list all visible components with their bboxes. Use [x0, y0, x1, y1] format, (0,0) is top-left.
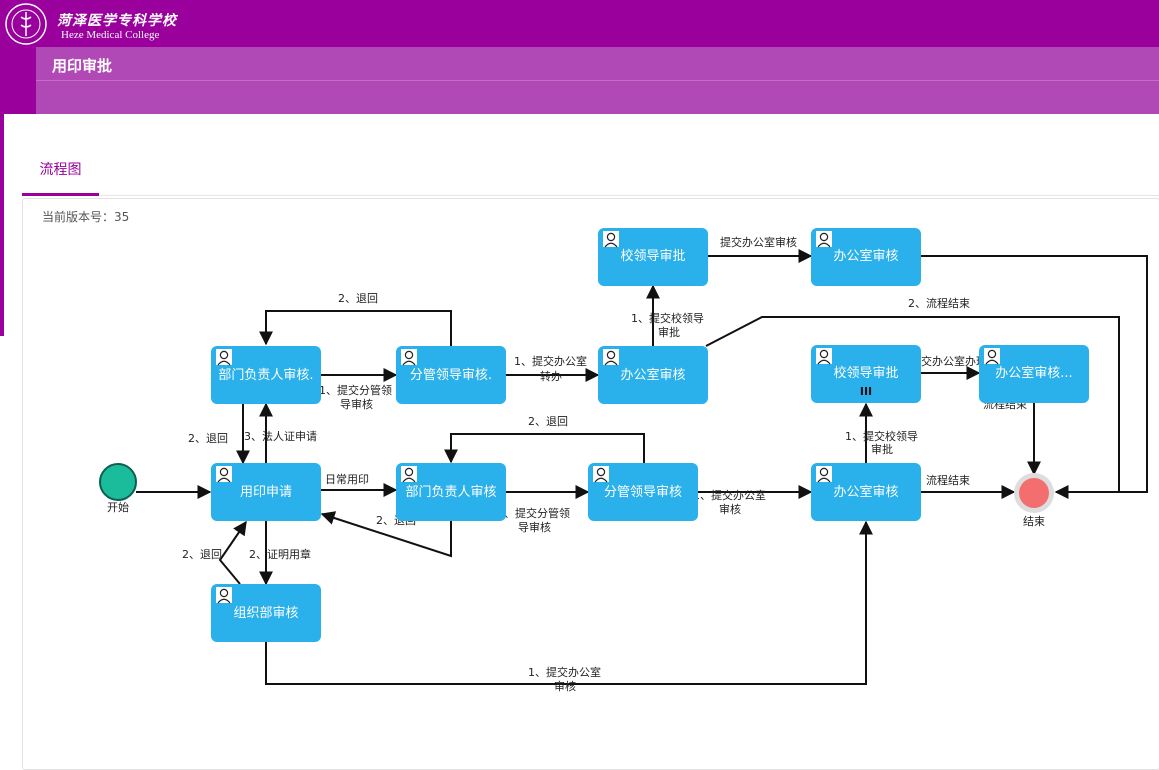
node-label: 办公室审核... — [995, 365, 1072, 381]
node-leader-1[interactable]: 分管领导审核. — [396, 346, 506, 404]
label-legal-cert: 3、法人证申请 — [244, 429, 317, 443]
edge-leader1-return — [259, 310, 452, 346]
node-label: 分管领导审核. — [410, 368, 492, 383]
node-dept-head-1[interactable]: 部门负责人审核. — [211, 346, 321, 404]
user-icon — [215, 348, 233, 366]
top-header-bar: 菏泽医学专科学校 Heze Medical College — [0, 0, 1159, 47]
title-divider — [36, 80, 1159, 81]
label-return-org: 2、退回 — [182, 548, 222, 561]
label-return-mid: 2、退回 — [528, 415, 568, 428]
node-label: 办公室审核 — [833, 484, 898, 500]
node-label: 校领导审批 — [620, 248, 685, 264]
school-name-cn: 菏泽医学专科学校 — [57, 13, 177, 29]
label-return-top: 2、退回 — [338, 292, 378, 305]
user-icon — [602, 348, 620, 366]
label-daily-seal: 1、日常用印 — [307, 473, 369, 486]
label-submit-office-a: 1、提交办公室 — [514, 354, 587, 368]
node-school-leader-1[interactable]: 校领导审批 — [598, 228, 708, 286]
start-label: 开始 — [107, 500, 129, 514]
node-office-3[interactable]: 办公室审核 — [811, 463, 921, 521]
label-submit-school-a: 1、提交校领导 — [631, 311, 704, 325]
edge-org-return — [218, 520, 247, 585]
label-flow-end-top: 2、流程结束 — [908, 296, 970, 310]
version-number: 当前版本号：35 — [42, 210, 130, 224]
page-title-bar: 用印审批 — [36, 47, 1159, 114]
edge-leader2-return — [444, 433, 645, 464]
user-icon — [815, 230, 833, 248]
school-name-en: Heze Medical College — [61, 29, 160, 41]
label-submit-office2-a: 1、提交办公室 — [693, 488, 766, 502]
label-submit-leader2-b: 导审核 — [518, 520, 551, 534]
node-label: 分管领导审核 — [604, 485, 682, 500]
label-submit-office-b: 转办 — [540, 369, 562, 383]
node-label: 校领导审批 — [833, 365, 898, 381]
node-org-dept[interactable]: 组织部审核 — [211, 584, 321, 642]
start-event[interactable]: 开始 — [99, 463, 137, 514]
label-submit-school2-a: 1、提交校领导 — [845, 429, 918, 443]
user-icon — [215, 465, 233, 483]
node-school-leader-2[interactable]: 校领导审批 III — [811, 345, 921, 403]
label-return-left: 2、退回 — [188, 432, 228, 445]
label-submit-office3-a: 1、提交办公室 — [528, 665, 601, 679]
user-icon — [592, 465, 610, 483]
user-icon — [400, 348, 418, 366]
node-dept-head-2[interactable]: 部门负责人审核 — [396, 463, 506, 521]
school-logo-icon — [5, 3, 47, 45]
label-submit-leader1-a: 1、提交分管领 — [319, 383, 392, 397]
node-office-4[interactable]: 办公室审核... — [979, 345, 1089, 403]
label-submit-office2-b: 审核 — [719, 502, 741, 516]
label-submit-office-handle: 提交办公室办理 — [910, 354, 987, 368]
label-submit-office-review: 提交办公室审核 — [720, 235, 797, 249]
node-label: 部门负责人审核. — [218, 368, 313, 383]
left-accent-strip — [0, 47, 36, 114]
label-submit-leader2-a: 1、提交分管领 — [497, 506, 570, 520]
node-label: 组织部审核 — [233, 606, 298, 621]
label-cert-seal: 2、证明用章 — [249, 547, 311, 561]
node-leader-2[interactable]: 分管领导审核 — [588, 463, 698, 521]
node-label: 办公室审核 — [620, 367, 685, 383]
node-label: 用印申请 — [240, 485, 292, 500]
user-icon — [602, 230, 620, 248]
tab-bar: 流程图 — [22, 150, 1159, 196]
node-office-1[interactable]: 办公室审核 — [598, 346, 708, 404]
user-icon — [400, 465, 418, 483]
user-icon — [983, 347, 1001, 365]
label-submit-office3-b: 审核 — [554, 679, 576, 693]
edge-office1-to-end — [705, 316, 1120, 492]
node-label: 办公室审核 — [833, 248, 898, 264]
node-sublabel: III — [860, 385, 872, 398]
label-flow-end-right: 2、流程结束 — [908, 473, 970, 487]
edge-dept2-return — [320, 511, 452, 558]
end-label: 结束 — [1023, 515, 1045, 528]
node-label: 部门负责人审核 — [405, 485, 496, 500]
user-icon — [815, 347, 833, 365]
node-seal-apply[interactable]: 用印申请 — [211, 463, 321, 521]
user-icon — [815, 465, 833, 483]
label-submit-leader1-b: 导审核 — [340, 397, 373, 411]
edge-org-to-office3 — [265, 520, 873, 685]
user-icon — [215, 586, 233, 604]
page-title: 用印审批 — [52, 57, 113, 75]
end-event[interactable]: 结束 — [1014, 473, 1054, 528]
edge-office2-to-end — [921, 255, 1148, 499]
label-submit-school-b: 审批 — [658, 325, 680, 339]
node-office-2[interactable]: 办公室审核 — [811, 228, 921, 286]
left-accent-line — [0, 114, 4, 336]
label-submit-school2-b: 审批 — [871, 442, 893, 456]
tab-flowchart[interactable]: 流程图 — [22, 150, 99, 196]
